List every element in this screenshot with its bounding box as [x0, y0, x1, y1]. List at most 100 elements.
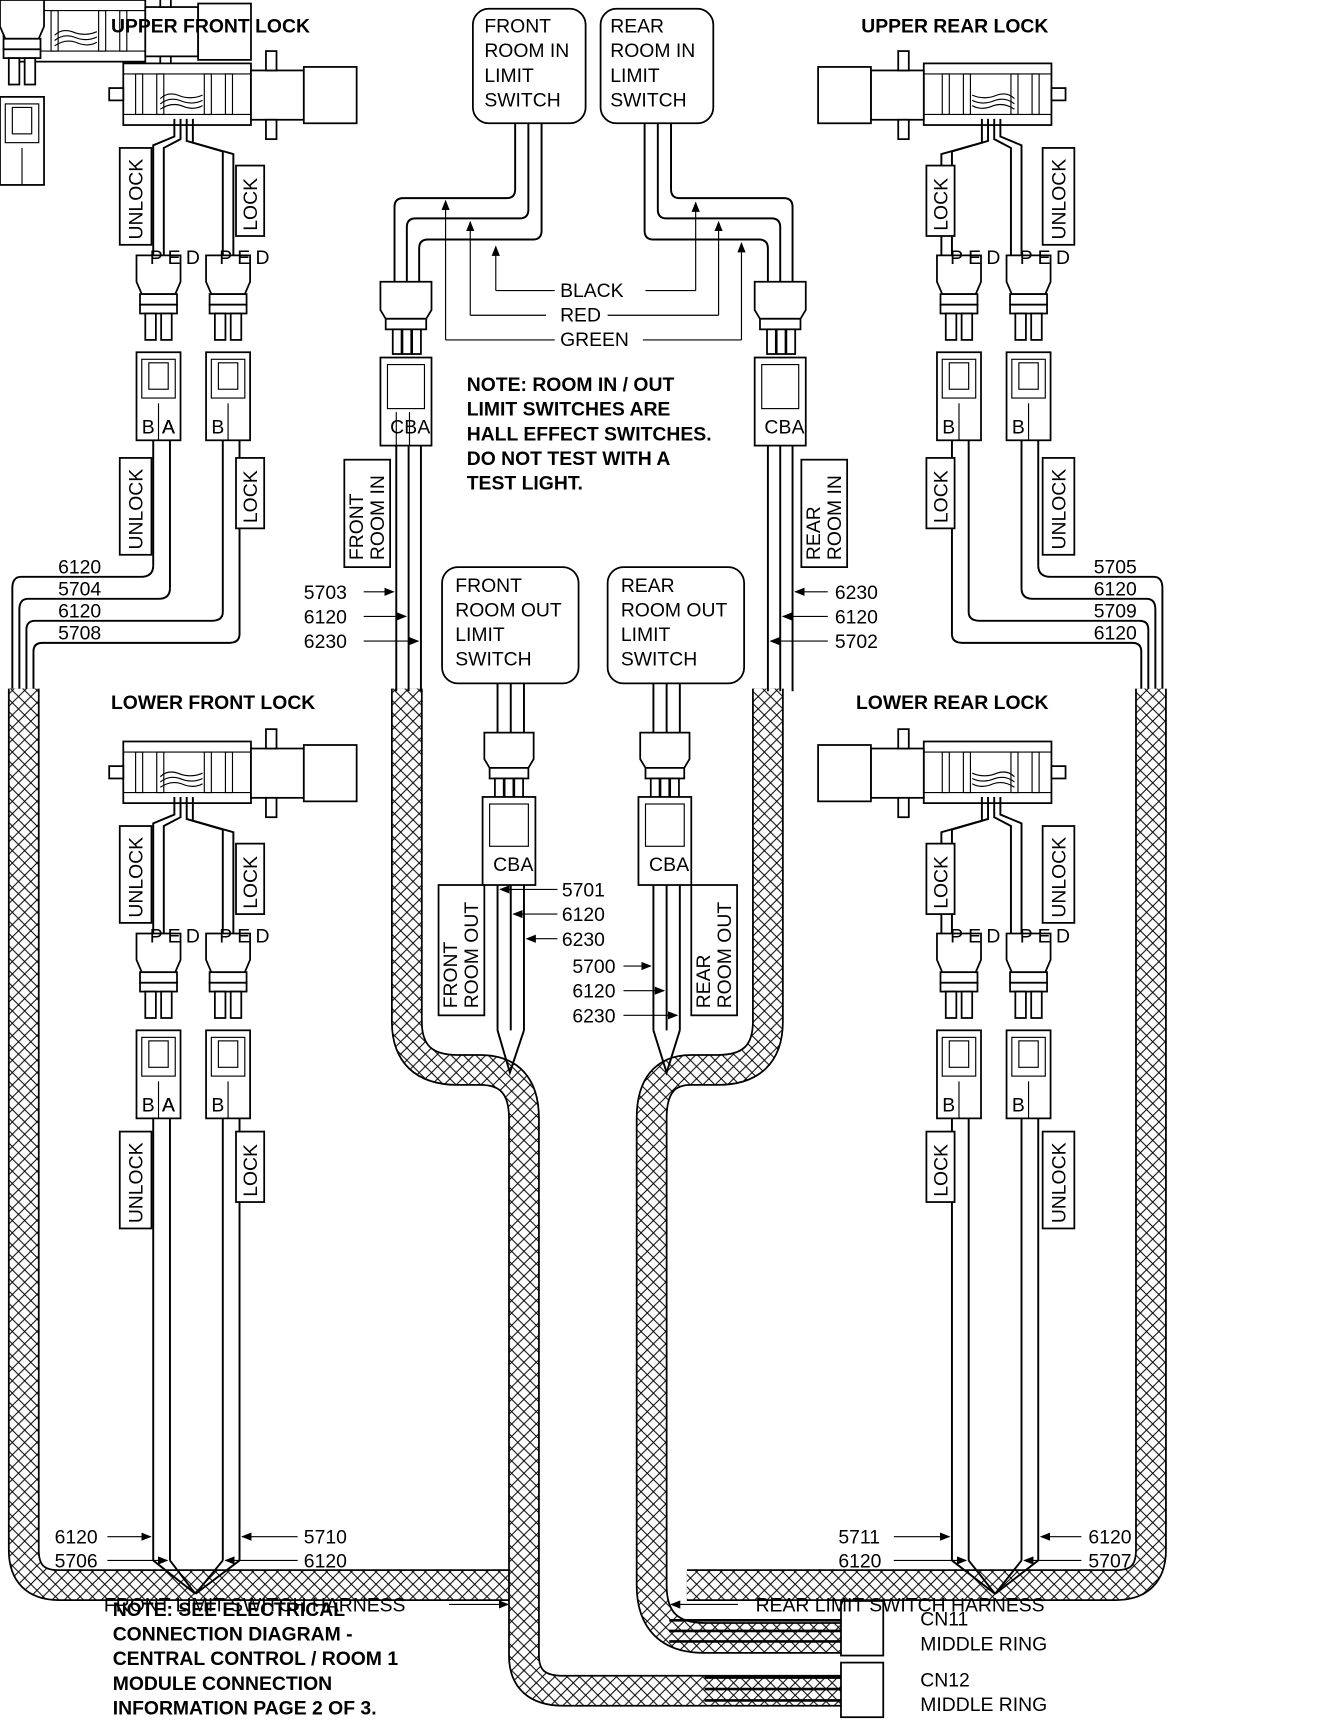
lower-front-lock-connectors [135, 932, 251, 1120]
wire-upper-front-2: 5704 [58, 578, 101, 600]
note-hall-effect-line-4: DO NOT TEST WITH A [467, 448, 671, 470]
lock-tag-3: LOCK [240, 856, 262, 909]
rear-room-in-switch-label-line-4: SWITCH [610, 90, 686, 112]
rear-room-in-switch-label-line-3: LIMIT [610, 65, 660, 87]
pin-a3-3: A [676, 854, 689, 876]
unlock-tag-5: UNLOCK [1049, 159, 1071, 240]
note-hall-effect-line-2: LIMIT SWITCHES ARE [467, 399, 671, 421]
pin-a-2-0: A [162, 416, 175, 438]
cn11-label-line-2: MIDDLE RING [920, 1633, 1047, 1655]
rear-limit-switch-harness [635, 688, 1167, 1654]
lock-tag-7: LOCK [931, 856, 953, 909]
pin-ped-0: P E D [150, 247, 200, 269]
rear-room-in-switch-label-line-1: REAR [610, 16, 664, 38]
wire-rear-out-3: 6230 [572, 1005, 615, 1027]
pin-a-0-0: A [162, 416, 175, 438]
lock-tag-6: LOCK [931, 470, 953, 523]
lock-tag-4: LOCK [240, 1144, 262, 1197]
rear-room-out-tag-line-1: REAR [693, 954, 715, 1008]
note-reference-line-3: CENTRAL CONTROL / ROOM 1 [113, 1648, 399, 1670]
wire-lower-rear-right-2: 5707 [1088, 1550, 1131, 1572]
pin-ped-7: P E D [1020, 925, 1070, 947]
note-reference-line-1: NOTE: SEE ELECTRICAL [113, 1599, 345, 1621]
wire-lower-front-right-2: 6120 [304, 1550, 347, 1572]
note-reference-line-2: CONNECTION DIAGRAM - [113, 1624, 353, 1646]
unlock-tag-7: UNLOCK [1049, 837, 1071, 918]
upper-front-lock-connectors [135, 254, 251, 635]
upper-front-lock-title: UPPER FRONT LOCK [111, 16, 310, 38]
wire-upper-rear-2: 6120 [1094, 578, 1137, 600]
pin-c-0: C [390, 416, 404, 438]
pin-b-0-0: B [142, 416, 155, 438]
wire-lower-rear-left-1: 5711 [838, 1527, 880, 1549]
pin-a-2-1: A [162, 1094, 175, 1116]
note-hall-effect-line-5: TEST LIGHT. [467, 473, 583, 495]
wire-front-out-3: 6230 [562, 929, 605, 951]
unlock-tag-1: UNLOCK [126, 159, 148, 240]
pin-b3-0: B [404, 416, 417, 438]
wire-upper-front-4: 5708 [58, 622, 101, 644]
rear-room-out-switch-label-line-2: ROOM OUT [621, 599, 728, 621]
front-room-in-switch-label-line-3: LIMIT [484, 65, 534, 87]
cn11-leads [669, 1619, 841, 1643]
pin-b-2-1: B [942, 1094, 955, 1116]
pin-ped-6: P E D [950, 925, 1000, 947]
front-room-in-switch-label-line-2: ROOM IN [484, 40, 569, 62]
unlock-tag-6: UNLOCK [1049, 469, 1071, 550]
lower-front-lock [108, 728, 358, 934]
tag-boxes [118, 147, 1076, 1230]
wire-lower-rear-left-2: 6120 [838, 1550, 881, 1572]
front-room-out-tag-line-2: ROOM OUT [461, 902, 483, 1009]
pin-a3-2: A [520, 854, 533, 876]
pin-b-1-1: B [211, 1094, 224, 1116]
lower-front-lock-title: LOWER FRONT LOCK [111, 692, 315, 714]
pin-a-0-1: A [162, 1094, 175, 1116]
wire-lower-rear-right-1: 6120 [1088, 1527, 1131, 1549]
rear-room-in-switch-label-line-2: ROOM IN [610, 40, 695, 62]
front-room-out-switch [441, 566, 580, 1076]
wire-lower-front-left-1: 6120 [55, 1527, 98, 1549]
rear-room-out-switch-label-line-4: SWITCH [621, 649, 697, 671]
unlock-tag-2: UNLOCK [126, 469, 148, 550]
wire-front-in-2: 6120 [304, 606, 347, 628]
pin-ped-5: P E D [219, 925, 269, 947]
green-wire-label: GREEN [560, 329, 629, 351]
cn12-connector [840, 1661, 885, 1719]
pin-b-3-1: B [1012, 1094, 1025, 1116]
wire-rear-out-1: 5700 [572, 956, 615, 978]
text-layer: UPPER FRONT LOCK UPPER REAR LOCK LOWER FRO… [55, 16, 1137, 1720]
wire-rear-in-1: 6230 [835, 582, 878, 604]
unlock-tag-8: UNLOCK [1049, 1142, 1071, 1223]
wire-lower-front-left-2: 5706 [55, 1550, 98, 1572]
front-room-out-switch-label-line-1: FRONT [455, 575, 522, 597]
pin-c-2: C [493, 854, 507, 876]
wire-upper-rear-1: 5705 [1094, 556, 1137, 578]
upper-rear-lock-title: UPPER REAR LOCK [861, 16, 1048, 38]
wire-number-arrows [107, 587, 1082, 1609]
rear-harness-label: REAR LIMIT SWITCH HARNESS [756, 1595, 1045, 1617]
rear-room-out-switch-label-line-3: LIMIT [621, 624, 671, 646]
lower-rear-lock-connectors [936, 932, 1052, 1120]
lock-tag-8: LOCK [931, 1144, 953, 1197]
pin-b3-2: B [507, 854, 520, 876]
rear-room-in-tag-line-2: ROOM IN [824, 475, 846, 560]
pin-ped-4: P E D [150, 925, 200, 947]
front-room-in-tag-line-1: FRONT [346, 493, 368, 560]
wire-lower-front-right-1: 5710 [304, 1527, 347, 1549]
wire-color-leaders [441, 199, 746, 341]
rear-room-in-tag-line-1: REAR [803, 506, 825, 560]
cn11-label-line-1: CN11 [920, 1609, 968, 1631]
front-harness-label: FRONT LIMIT SWITCH HARNESS [104, 1595, 406, 1617]
note-hall-effect-line-3: HALL EFFECT SWITCHES. [467, 423, 712, 445]
lock-tag-5: LOCK [931, 178, 953, 231]
lower-rear-lock-title: LOWER REAR LOCK [856, 692, 1049, 714]
pin-b-3-0: B [1012, 416, 1025, 438]
pin-a3-0: A [417, 416, 430, 438]
front-room-out-tag-line-1: FRONT [440, 941, 462, 1008]
wire-front-in-1: 5703 [304, 582, 347, 604]
pin-ped-2: P E D [950, 247, 1000, 269]
pin-a-1-1: A [162, 1094, 175, 1116]
rear-room-out-switch-label-line-1: REAR [621, 575, 675, 597]
wire-rear-in-2: 6120 [835, 606, 878, 628]
